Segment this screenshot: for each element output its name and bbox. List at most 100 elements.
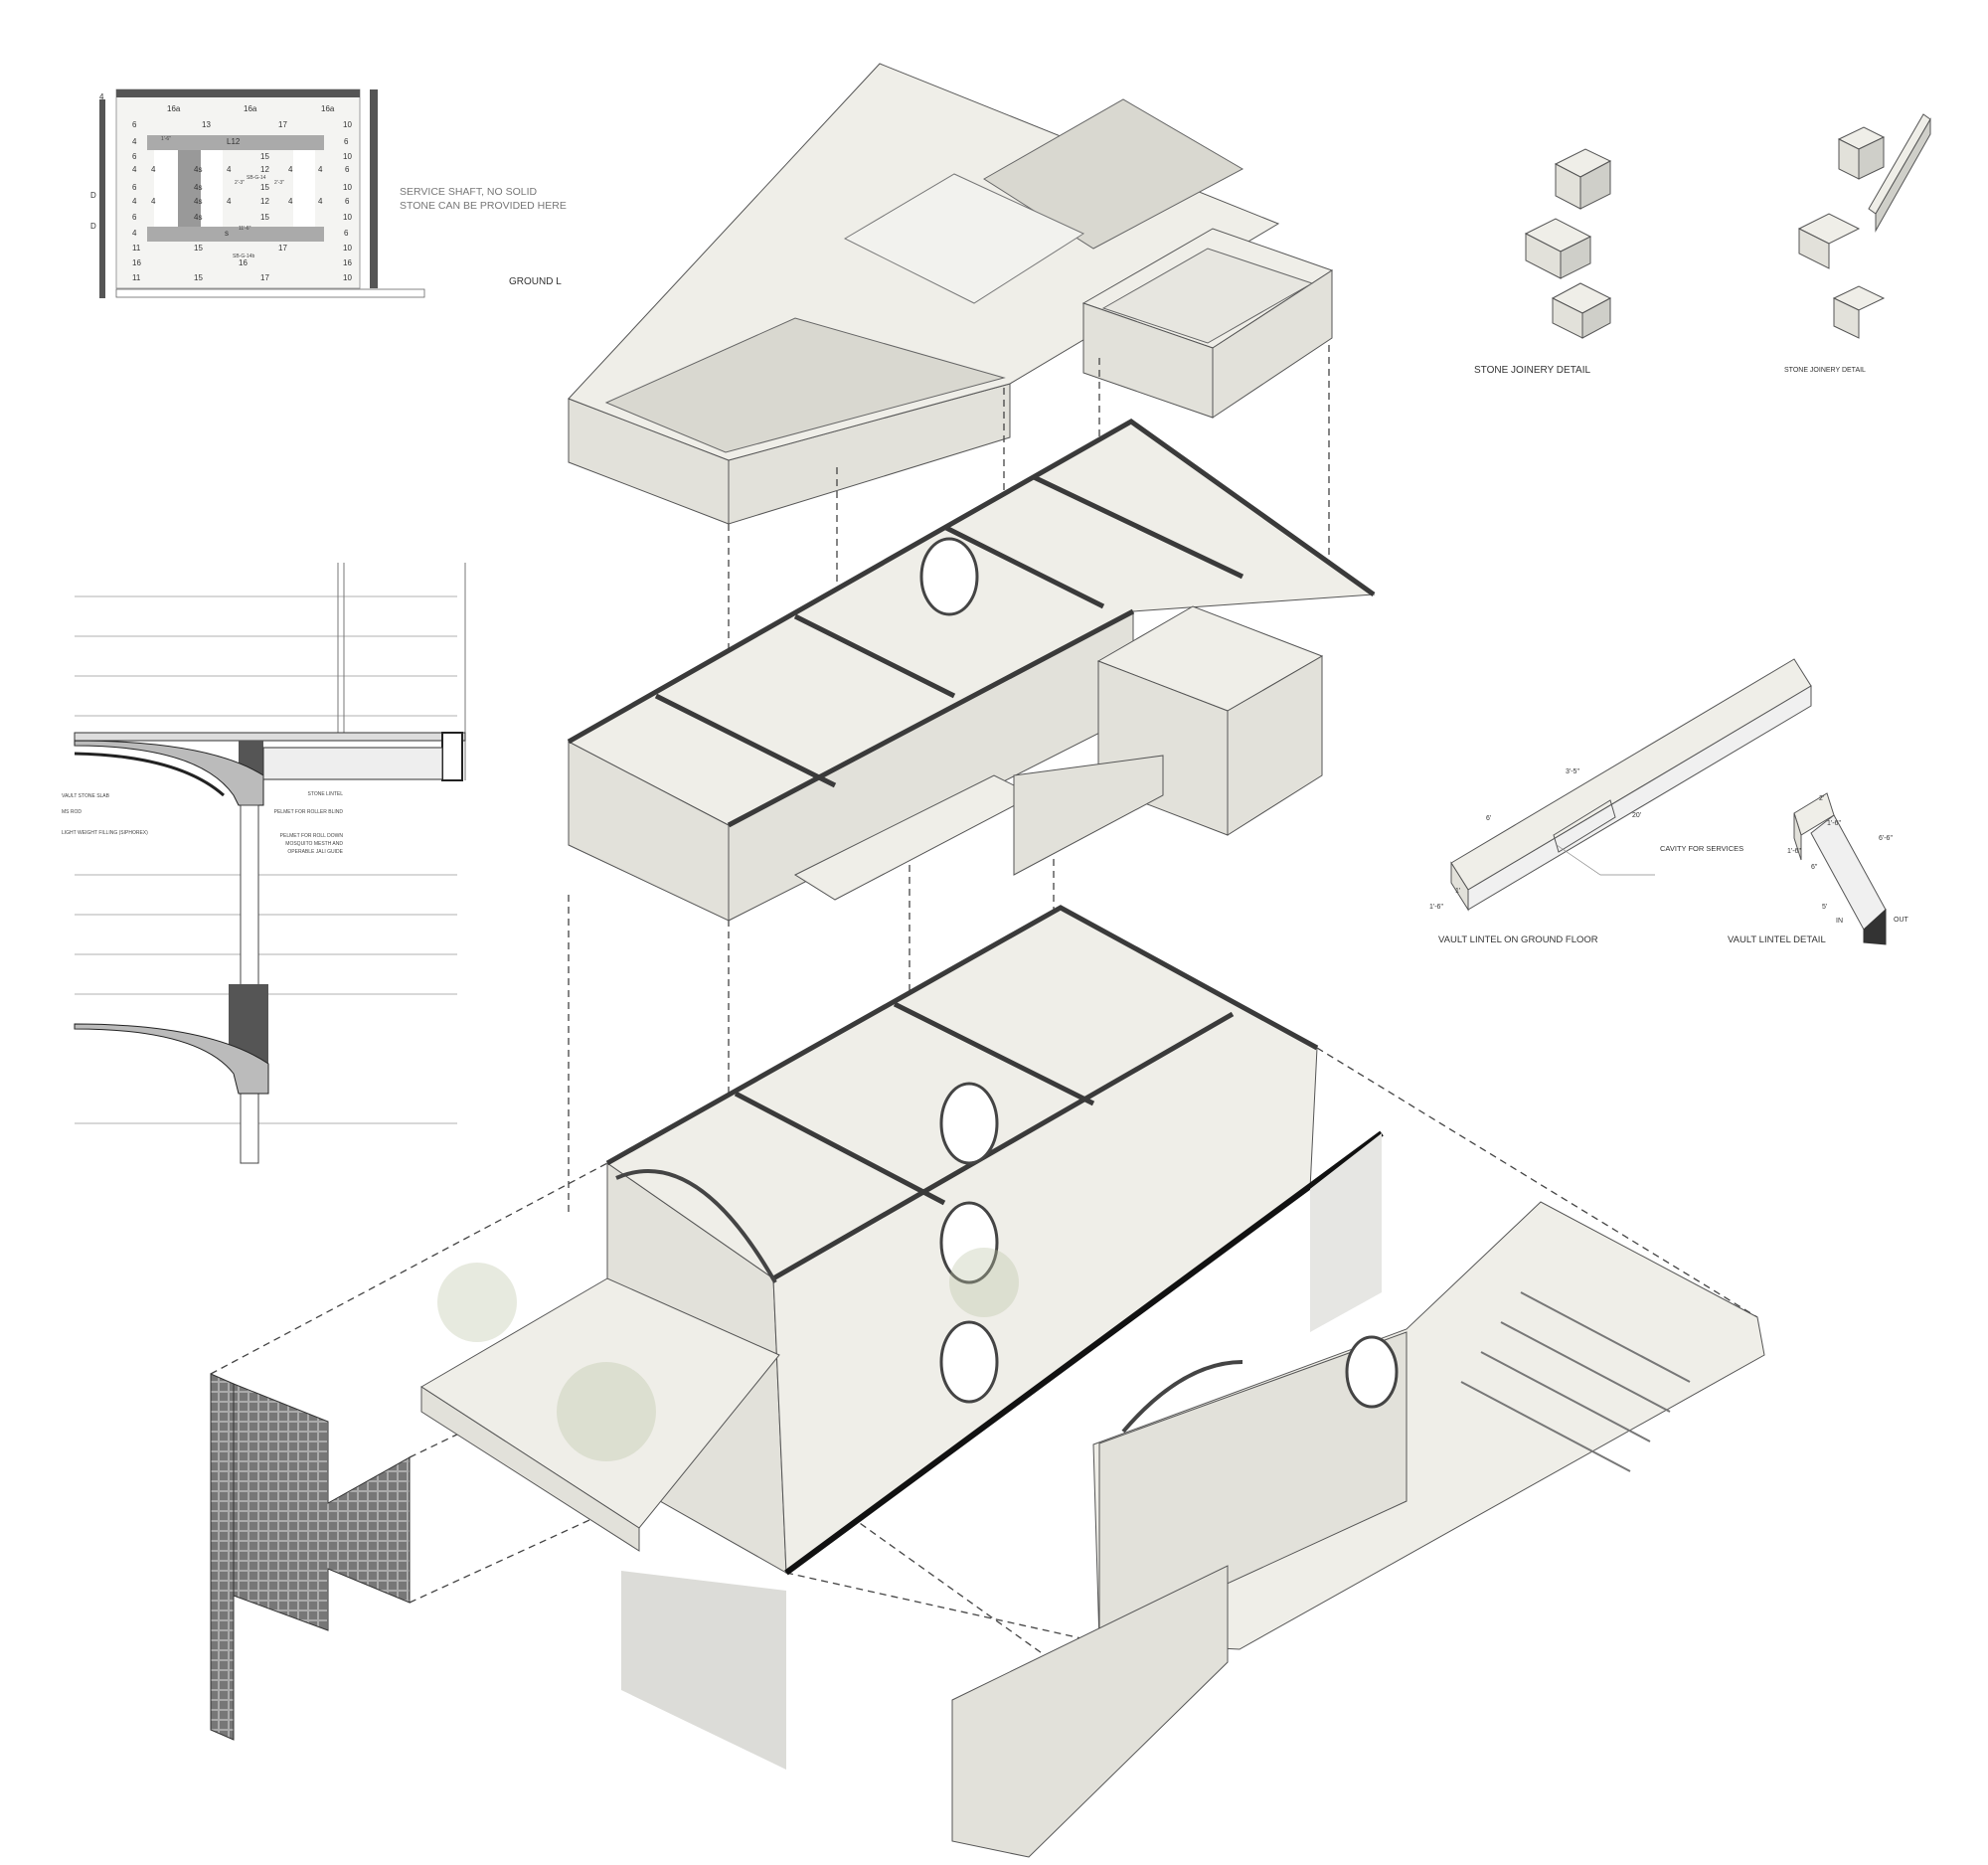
plan-stone-number: 16 bbox=[343, 258, 352, 267]
section-label: MS ROD bbox=[62, 809, 82, 815]
plan-stone-number: 4 bbox=[288, 197, 293, 206]
plan-stone-number: 16 bbox=[239, 258, 248, 267]
lintel-dimension: 3'-5" bbox=[1566, 768, 1579, 775]
lintel-detail-label: VAULT LINTEL DETAIL bbox=[1728, 934, 1826, 945]
plan-stone-number: 6 bbox=[344, 137, 349, 146]
boundary-wall-layer bbox=[951, 1201, 1765, 1858]
lintel-detail-dimension: 5' bbox=[1822, 904, 1827, 911]
plan-stone-number: 4 bbox=[132, 197, 137, 206]
lintel-dimension: 1' bbox=[1455, 888, 1460, 895]
plan-corner-label: 4 bbox=[99, 92, 104, 101]
section-label: VAULT STONE SLAB bbox=[62, 793, 110, 799]
out-label: OUT bbox=[1894, 917, 1909, 924]
plan-stone-number: 10 bbox=[343, 213, 352, 222]
joinery-label: STONE JOINERY DETAIL bbox=[1784, 367, 1866, 374]
plan-door-label: D bbox=[90, 222, 96, 231]
plan-stone-number: 10 bbox=[343, 152, 352, 161]
plan-stone-number: 4 bbox=[132, 137, 137, 146]
vault-wall-section-detail: VAULT STONE SLAB MS ROD LIGHT WEIGHT FIL… bbox=[62, 563, 466, 1164]
lintel-detail-dimension: 6" bbox=[1811, 864, 1818, 871]
plan-stone-number: 6 bbox=[345, 165, 350, 174]
plan-stone-number: 15 bbox=[260, 152, 269, 161]
plan-stone-number: 16 bbox=[132, 258, 141, 267]
lintel-detail-dimension: 6'-6" bbox=[1879, 835, 1893, 842]
plan-stone-number: 17 bbox=[278, 120, 287, 129]
vault-lintel-ground-floor: 6' 3'-5" 20' 1'-6" 1' CAVITY FOR SERVICE… bbox=[1429, 658, 1812, 945]
plan-stone-number: 4 bbox=[227, 165, 232, 174]
plan-annotation: SB-G-14 bbox=[247, 175, 266, 181]
section-label: LIGHT WEIGHT FILLING (SIPHOREX) bbox=[62, 830, 148, 836]
vault-lintel-detail: 2' 1'-6" 6'-6" 1'-6" 6" 5' IN OUT VAULT … bbox=[1728, 792, 1909, 945]
plan-stone-number: 4 bbox=[151, 165, 156, 174]
section-label: MOSQUITO MESTH AND bbox=[285, 841, 343, 847]
section-label: PELMET FOR ROLLER BLIND bbox=[274, 809, 344, 815]
section-label: STONE LINTEL bbox=[308, 791, 344, 797]
plan-stone-number: 15 bbox=[260, 213, 269, 222]
plan-annotation: 1'-6" bbox=[161, 136, 171, 142]
plan-stone-number: 10 bbox=[343, 120, 352, 129]
plan-stone-number: 15 bbox=[194, 244, 203, 253]
plan-stone-number: 4 bbox=[318, 197, 323, 206]
plan-stone-number: 15 bbox=[260, 183, 269, 192]
in-label: IN bbox=[1836, 918, 1843, 925]
plan-stone-number: 16a bbox=[321, 104, 335, 113]
plan-stone-number: 6 bbox=[344, 229, 349, 238]
plan-stone-number: 4 bbox=[132, 165, 137, 174]
plan-door-label: D bbox=[90, 191, 96, 200]
service-shaft-note: STONE CAN BE PROVIDED HERE bbox=[400, 200, 567, 212]
first-floor-layer bbox=[567, 419, 1376, 922]
plan-stone-number: 6 bbox=[132, 213, 137, 222]
plan-annotation: 2'-3" bbox=[274, 180, 284, 186]
plan-stone-number: 4 bbox=[227, 197, 232, 206]
plan-stone-number: 10 bbox=[343, 183, 352, 192]
plan-annotation: SB-G-14b bbox=[233, 254, 254, 259]
lintel-detail-dimension: 2' bbox=[1819, 795, 1824, 802]
plan-stone-number: 6 bbox=[345, 197, 350, 206]
lintel-dimension: 1'-6" bbox=[1429, 904, 1443, 911]
stone-joinery-detail-1: STONE JOINERY DETAIL bbox=[1474, 148, 1612, 376]
plan-stone-number: 10 bbox=[343, 244, 352, 253]
section-label: PELMET FOR ROLL DOWN bbox=[280, 833, 344, 839]
plan-stone-number: 4 bbox=[318, 165, 323, 174]
courtyard-layer bbox=[420, 1248, 1019, 1552]
plan-stone-number: 6 bbox=[132, 152, 137, 161]
plan-stone-number: 6 bbox=[132, 183, 137, 192]
plan-annotation: 11'-6" bbox=[239, 226, 251, 232]
lintel-detail-dimension: 1'-6" bbox=[1787, 848, 1801, 855]
ground-level-label: GROUND L bbox=[509, 276, 562, 287]
lintel-detail-dimension: 1'-6" bbox=[1827, 820, 1841, 827]
roof-layer bbox=[568, 63, 1334, 525]
plan-stone-number: 6 bbox=[132, 120, 137, 129]
plan-stone-number: 11 bbox=[132, 244, 141, 253]
plan-stone-number: 16a bbox=[167, 104, 181, 113]
section-label: OPERABLE JALI GUIDE bbox=[287, 849, 343, 855]
plan-stone-number: 12 bbox=[260, 165, 269, 174]
plan-stone-number: 11 bbox=[132, 273, 141, 282]
jali-screen-panel bbox=[210, 1373, 411, 1741]
plan-stone-number: 17 bbox=[260, 273, 269, 282]
plan-stone-number: 12 bbox=[260, 197, 269, 206]
plan-stone-number: 10 bbox=[343, 273, 352, 282]
plan-stone-number: 4 bbox=[151, 197, 156, 206]
plan-annotation: 2'-3" bbox=[235, 180, 245, 186]
plan-stone-number: 4s bbox=[194, 165, 202, 174]
lintel-dimension: 6' bbox=[1486, 815, 1491, 822]
cavity-callout: CAVITY FOR SERVICES bbox=[1660, 844, 1743, 853]
plan-stone-number: s bbox=[225, 229, 229, 238]
plan-stone-number: 4s bbox=[194, 197, 202, 206]
plan-stone-number: 4s bbox=[194, 183, 202, 192]
plan-stone-number: 16a bbox=[244, 104, 257, 113]
plan-stone-number: 15 bbox=[194, 273, 203, 282]
lintel-label: VAULT LINTEL ON GROUND FLOOR bbox=[1438, 934, 1598, 945]
plan-stone-number: 4s bbox=[194, 213, 202, 222]
lintel-dimension: 20' bbox=[1632, 812, 1641, 819]
plan-stone-number: 13 bbox=[202, 120, 211, 129]
plan-stone-number: 4 bbox=[132, 229, 137, 238]
stone-joinery-detail-2: STONE JOINERY DETAIL bbox=[1784, 113, 1931, 374]
joinery-label: STONE JOINERY DETAIL bbox=[1474, 365, 1591, 376]
service-shaft-note: SERVICE SHAFT, NO SOLID bbox=[400, 186, 538, 198]
plan-stone-number: 4 bbox=[288, 165, 293, 174]
